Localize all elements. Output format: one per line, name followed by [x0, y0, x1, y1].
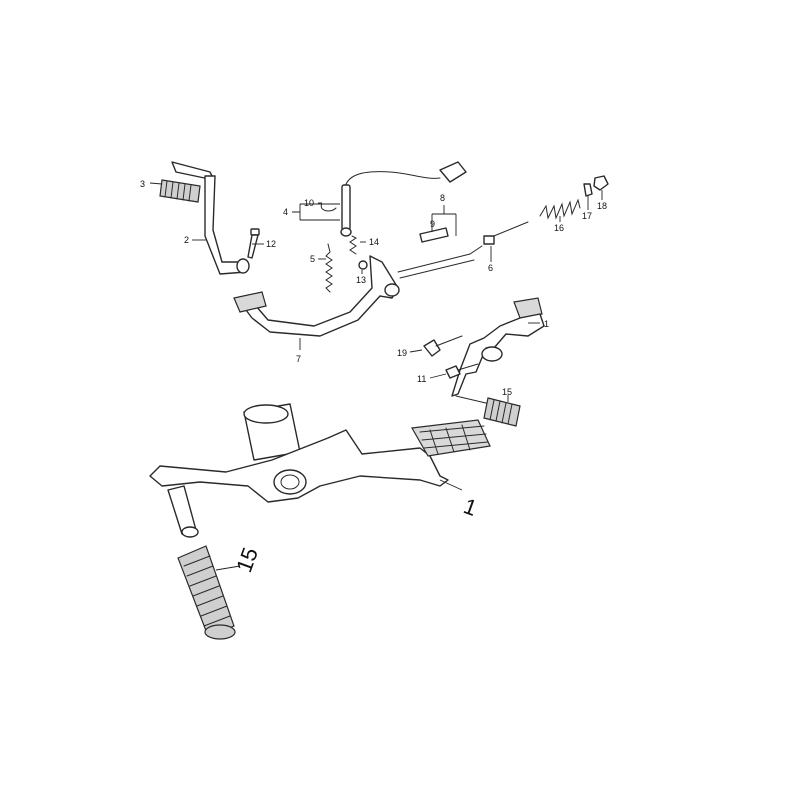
label-17: 17: [582, 211, 592, 221]
rod-link-part-8: [397, 245, 483, 279]
label-5: 5: [310, 254, 315, 264]
label-2: 2: [184, 235, 189, 245]
label-14: 14: [369, 237, 379, 247]
label-15: 15: [502, 387, 512, 397]
label-13: 13: [356, 275, 366, 285]
clip-part-10: [320, 203, 337, 212]
label-1: 1: [544, 319, 549, 329]
shift-pedal-detail: [149, 403, 491, 538]
brake-switch-part-4: [340, 161, 467, 237]
leader-lines: [149, 182, 603, 571]
brake-rod-part-6: [483, 221, 529, 245]
label-4: 4: [283, 207, 288, 217]
label-7: 7: [296, 354, 301, 364]
label-11: 11: [417, 374, 426, 384]
nut-part-18: [593, 175, 609, 191]
washer-part-13: [358, 260, 368, 270]
label-12: 12: [266, 239, 276, 249]
brake-pedal-part-7: [233, 255, 400, 337]
bolt-part-19: [423, 335, 463, 357]
label-3: 3: [140, 179, 145, 189]
detail-label-15: 15: [231, 544, 263, 576]
shift-footpeg-part-15-small: [455, 395, 521, 427]
detail-label-1: 1: [460, 493, 480, 521]
footpeg-rubber-part-3: [159, 179, 201, 203]
spring-part-14: [349, 235, 357, 255]
spring-part-16: [539, 198, 581, 220]
bolt-part-12: [247, 228, 260, 259]
footpeg-rubber-detail: [177, 545, 236, 640]
pin-part-17: [583, 183, 593, 197]
spring-part-5: [325, 243, 333, 293]
label-10: 10: [304, 198, 314, 208]
detail-labels: 1 15: [231, 493, 480, 576]
label-8: 8: [440, 193, 445, 203]
part-labels: 3 2 12 4 10 5 14 13 7 8 9 6 16 17 18 1 1…: [140, 179, 607, 397]
bolt-part-11: [445, 363, 479, 379]
label-6: 6: [488, 263, 493, 273]
rod-joint-part-9: [419, 227, 449, 243]
label-18: 18: [597, 201, 607, 211]
label-9: 9: [430, 219, 435, 229]
label-19: 19: [397, 348, 407, 358]
shift-pedal-part-1-small: [451, 297, 545, 397]
lever-arm-part-2: [171, 161, 250, 275]
label-16: 16: [554, 223, 564, 233]
